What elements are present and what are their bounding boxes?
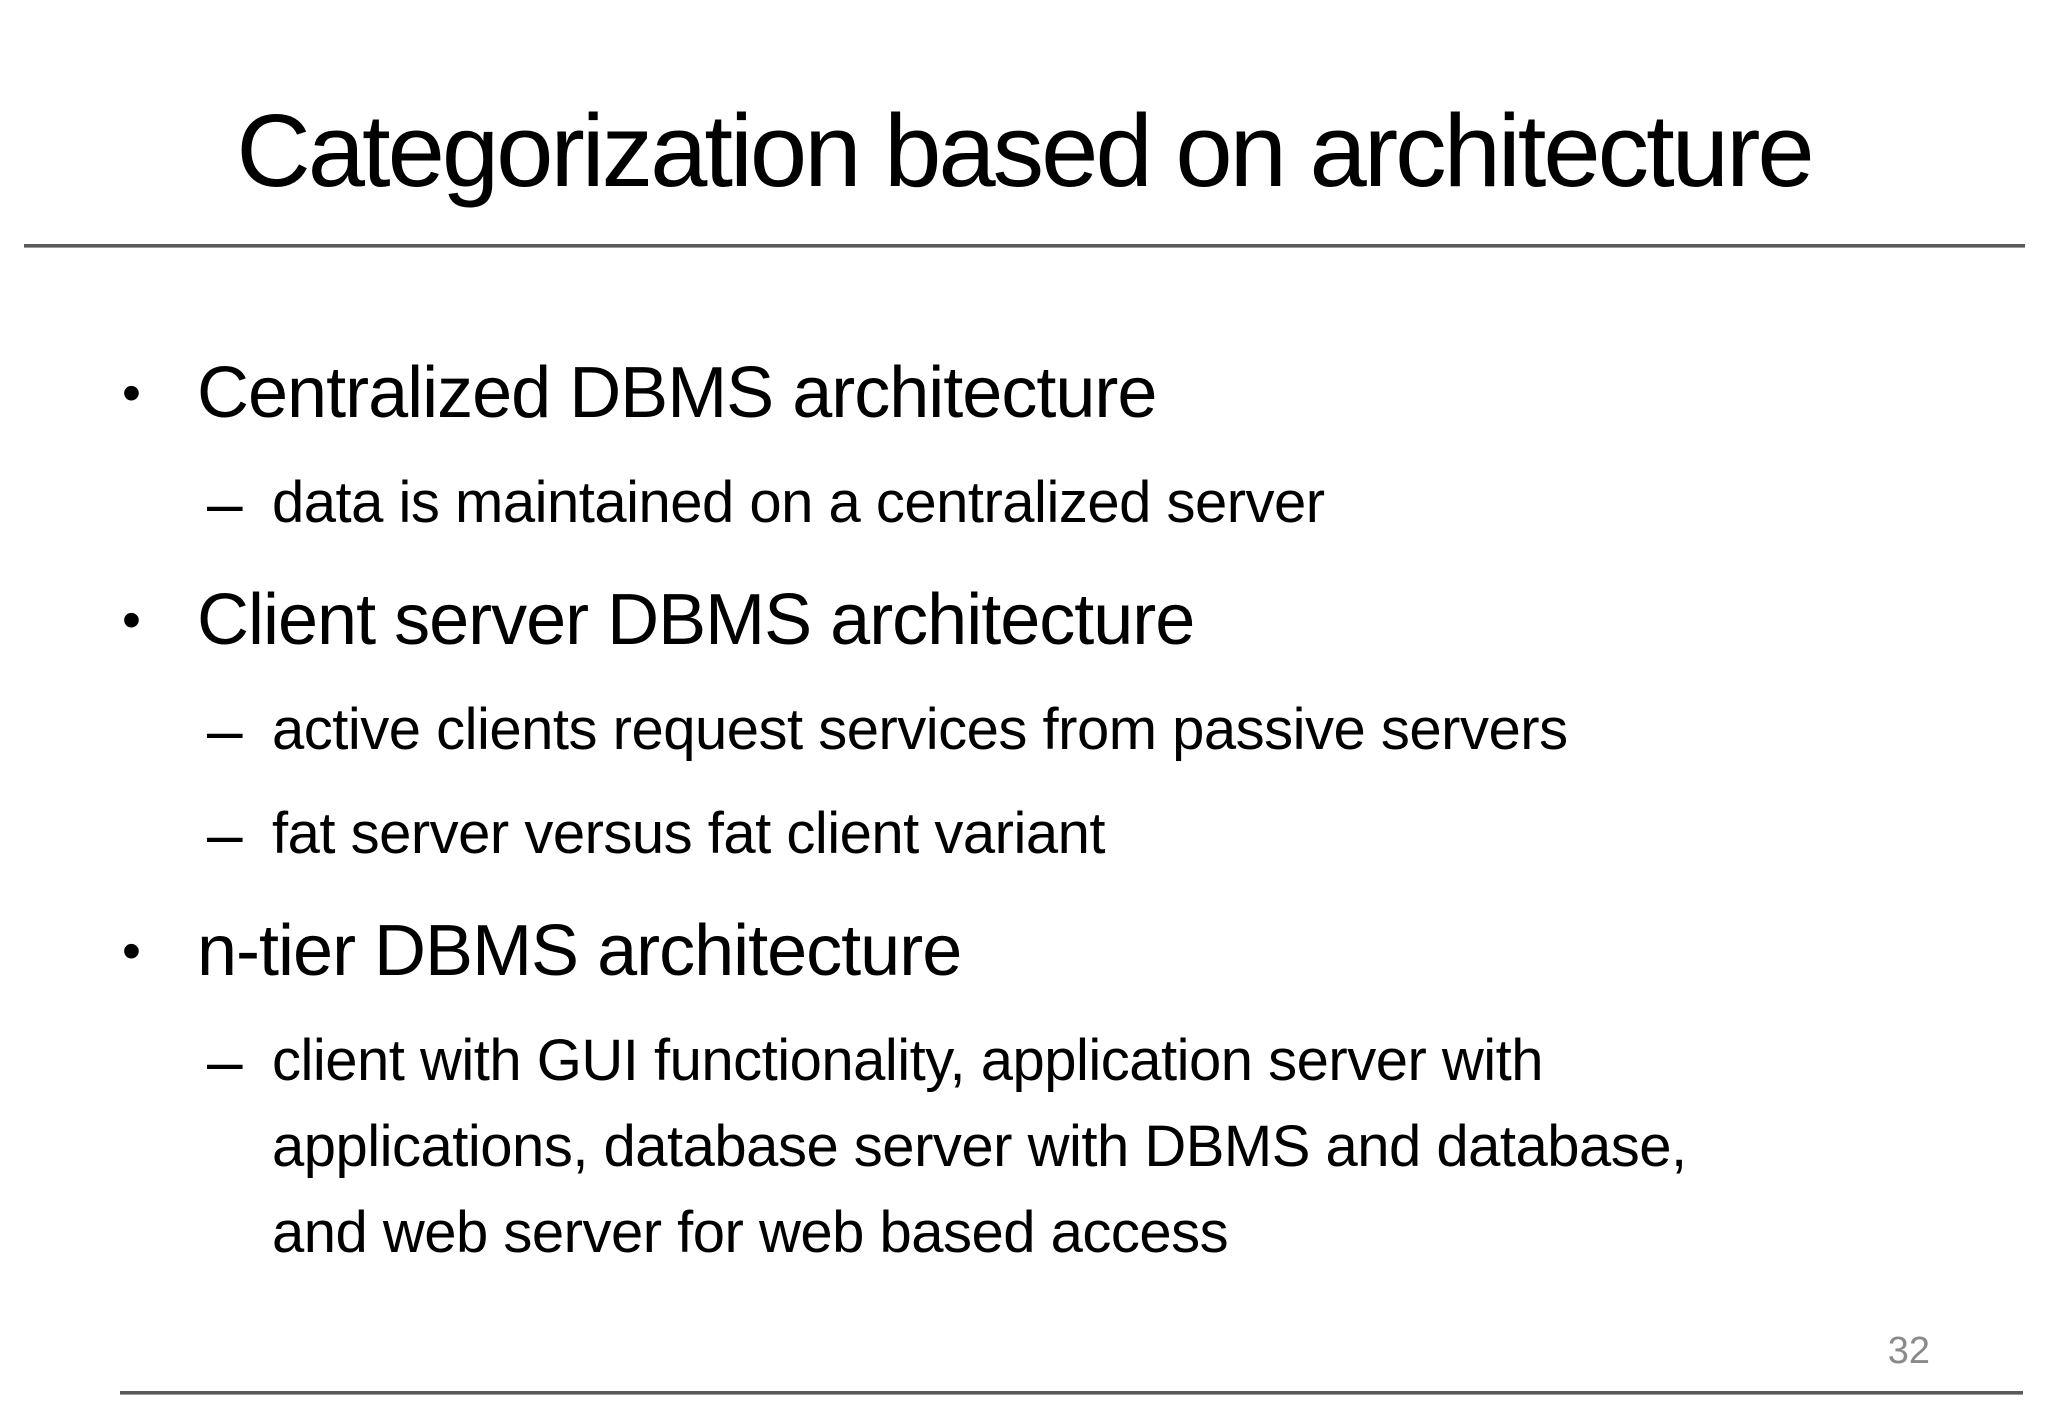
sub-bullet-text: data is maintained on a centralized serv… xyxy=(272,470,1325,535)
bullet-item: • Client server DBMS architecture – acti… xyxy=(122,573,1922,877)
bullet-dot-icon: • xyxy=(122,363,141,423)
sub-bullet-list: – client with GUI functionality, applica… xyxy=(197,1018,1922,1276)
sub-bullet-text: fat server versus fat client variant xyxy=(272,801,1106,866)
bullet-text: Centralized DBMS architecture xyxy=(197,353,1157,433)
dash-icon: – xyxy=(207,798,243,870)
bullet-block: Centralized DBMS architecture – data is … xyxy=(197,346,1922,546)
slide-body: • Centralized DBMS architecture – data i… xyxy=(122,346,1922,1303)
bullet-item: • n-tier DBMS architecture – client with… xyxy=(122,904,1922,1276)
sub-bullet-item: – active clients request services from p… xyxy=(197,687,1922,773)
sub-bullet-item: – client with GUI functionality, applica… xyxy=(197,1018,1922,1276)
dash-icon: – xyxy=(207,467,243,539)
bullet-item: • Centralized DBMS architecture – data i… xyxy=(122,346,1922,546)
sub-bullet-item: – fat server versus fat client variant xyxy=(197,791,1922,877)
sub-bullet-list: – active clients request services from p… xyxy=(197,687,1922,877)
sub-bullet-text: active clients request services from pas… xyxy=(272,697,1568,762)
bullet-dot-icon: • xyxy=(122,590,141,650)
footer-separator-line xyxy=(120,1391,2023,1395)
bullet-block: n-tier DBMS architecture – client with G… xyxy=(197,904,1922,1276)
bullet-text: n-tier DBMS architecture xyxy=(197,911,962,991)
sub-bullet-item: – data is maintained on a centralized se… xyxy=(197,460,1922,546)
page-number: 32 xyxy=(1887,1330,1930,1372)
bullet-text: Client server DBMS architecture xyxy=(197,580,1195,660)
dash-icon: – xyxy=(207,1025,243,1097)
dash-icon: – xyxy=(207,694,243,766)
slide-title: Categorization based on architecture xyxy=(236,93,1814,208)
bullet-dot-icon: • xyxy=(122,921,141,981)
sub-bullet-list: – data is maintained on a centralized se… xyxy=(197,460,1922,546)
title-separator-line xyxy=(24,244,2025,248)
sub-bullet-text: client with GUI functionality, applicati… xyxy=(272,1028,1687,1265)
bullet-block: Client server DBMS architecture – active… xyxy=(197,573,1922,877)
